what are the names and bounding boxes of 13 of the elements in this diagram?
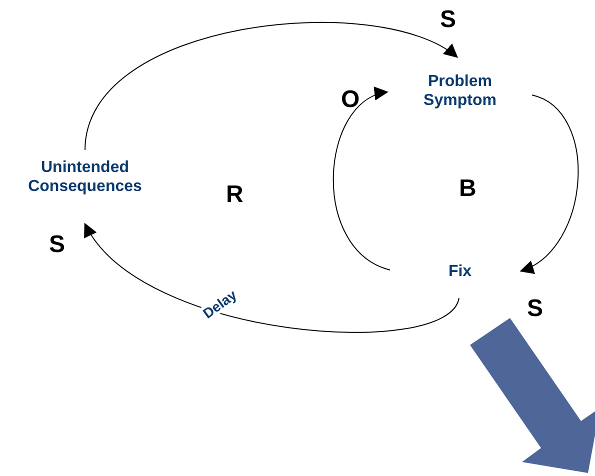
variable-label: Fix [435, 262, 485, 281]
polarity-label: S [49, 233, 66, 257]
polarity-label: S [527, 297, 544, 321]
causal-link-arrow [520, 94, 578, 272]
causal-link-arrow [84, 22, 458, 150]
polarity-label: O [341, 88, 360, 112]
loop-type-label: R [226, 183, 244, 207]
causal-link-arrow [84, 222, 460, 333]
variable-label: Unintended Consequences [5, 158, 165, 196]
variable-label: Problem Symptom [400, 72, 520, 110]
polarity-label: S [440, 8, 456, 32]
loop-type-label: B [459, 177, 476, 201]
causal-link-arrow [332, 89, 390, 270]
